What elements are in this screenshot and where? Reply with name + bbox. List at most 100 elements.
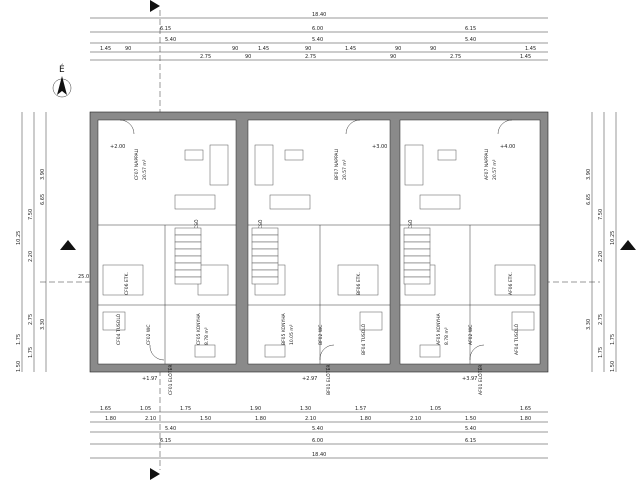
stair-tread xyxy=(174,262,202,271)
dim-label: 5.40 xyxy=(465,426,476,432)
dim-label: 1.80 xyxy=(520,416,531,422)
stair-tread xyxy=(251,241,279,250)
dim-label: 90 xyxy=(125,46,131,52)
dim-label: 90 xyxy=(390,54,396,60)
dim-label: 6.65 xyxy=(40,194,46,205)
dim-label: 1.65 xyxy=(520,406,531,412)
dim-label: 5.40 xyxy=(312,37,323,43)
stair-tread xyxy=(174,241,202,250)
room-label: CF07 NAPPALI xyxy=(134,149,140,180)
stair-tread xyxy=(174,234,202,243)
section-marker-right xyxy=(620,240,636,250)
room-label: BF02 WC xyxy=(318,325,324,345)
dim-label: 90 xyxy=(430,46,436,52)
dim-label: 6.15 xyxy=(465,26,476,32)
dim-label: 1.57 xyxy=(355,406,366,412)
dim-label: 1.50 xyxy=(465,416,476,422)
stair-tread xyxy=(174,276,202,285)
dim-label: 2.10 xyxy=(305,416,316,422)
stair-tread xyxy=(251,255,279,264)
unit-c: CF07 NAPPALI 20.57 m² CF06 ETK. CF05 KON… xyxy=(97,119,237,396)
stair-tread xyxy=(403,241,431,250)
dim-label: 1.75 xyxy=(180,406,191,412)
bottom-overall: 18.40 xyxy=(312,452,326,458)
dim-label: 1.45 xyxy=(258,46,269,52)
dim-label: 1.75 xyxy=(28,347,34,358)
room-label: AF04 TUSOLÓ xyxy=(513,323,520,355)
dim-label: 1.50 xyxy=(610,361,616,372)
dim-label: 1.45 xyxy=(525,46,536,52)
dim-label: 1.45 xyxy=(520,54,531,60)
dim-label: 1.75 xyxy=(598,347,604,358)
room-area: 20.57 m² xyxy=(342,159,348,180)
elevation-label: +2.97 xyxy=(302,376,317,382)
section-marker-left xyxy=(60,240,76,250)
dim-label: 90 xyxy=(305,46,311,52)
dim-label: 2.20 xyxy=(598,251,604,262)
dim-label: 90 xyxy=(395,46,401,52)
staircases xyxy=(174,227,431,285)
dim-label: 3.90 xyxy=(586,169,592,180)
dim-label: 90 xyxy=(232,46,238,52)
stair-tread xyxy=(403,262,431,271)
dim-label: 2.10 xyxy=(410,416,421,422)
dim-label: 90 xyxy=(245,54,251,60)
room-label: CF02 WC xyxy=(146,325,152,345)
dim-label: 1.05 xyxy=(140,406,151,412)
room-label: BF04 TUSOLÓ xyxy=(360,323,367,355)
dim-label: 1.45 xyxy=(345,46,356,52)
stair-tread xyxy=(403,234,431,243)
room-label: AF05 KONYHA xyxy=(436,312,442,345)
top-overall: 18.40 xyxy=(312,12,326,18)
room-label: BF01 ELŐTÉR xyxy=(324,365,332,395)
dim-label: 2.75 xyxy=(200,54,211,60)
room-area: 20.57 m² xyxy=(492,159,498,180)
right-dimensions: 10.25 7.50 6.65 3.90 2.20 3.30 1.75 2.75… xyxy=(586,112,617,372)
dim-label: 6.00 xyxy=(312,26,323,32)
dim-label: 6.00 xyxy=(312,438,323,444)
section-marker-bottom xyxy=(150,468,160,480)
dim-label: 5.40 xyxy=(165,426,176,432)
dim-label: 1.75 xyxy=(16,334,22,345)
dim-label: 1.05 xyxy=(430,406,441,412)
room-label: BF07 NAPPALI xyxy=(334,149,340,180)
dim-label: 5.40 xyxy=(165,37,176,43)
dim-label: 5.40 xyxy=(312,426,323,432)
dim-label: 1.45 xyxy=(100,46,111,52)
room-label: CF01 ELŐTÉR xyxy=(166,365,174,396)
dim-label: 1.80 xyxy=(105,416,116,422)
dim-label: 3.90 xyxy=(40,169,46,180)
stair-tread xyxy=(251,227,279,236)
stair-tread xyxy=(174,255,202,264)
dim-label: 1.75 xyxy=(610,334,616,345)
stair-tread xyxy=(251,234,279,243)
dim-label: 10.25 xyxy=(610,231,616,245)
north-arrow: É xyxy=(52,63,72,98)
dim-label: 1.80 xyxy=(360,416,371,422)
dim-label: 1.90 xyxy=(250,406,261,412)
dim-label: 10.25 xyxy=(16,231,22,245)
stair-tread xyxy=(403,255,431,264)
elevation-label: +3.97 xyxy=(462,376,477,382)
dim-label: 2.75 xyxy=(28,314,34,325)
elevation-label: +4.00 xyxy=(500,144,515,150)
room-label: AF01 ELŐTÉR xyxy=(476,365,484,395)
dim-label: 1.50 xyxy=(200,416,211,422)
room-label: CF04 TUSOLÓ xyxy=(115,313,122,345)
dim-label: 6.15 xyxy=(160,438,171,444)
elevation-label: +1.97 xyxy=(142,376,157,382)
stair-tread xyxy=(403,276,431,285)
room-area: 8.78 m² xyxy=(444,327,450,345)
room-area: 8.78 m² xyxy=(204,327,210,345)
room-area: 20.57 m² xyxy=(142,159,148,180)
room-label: AF07 NAPPALI xyxy=(484,149,490,180)
room-label: CF06 ETK. xyxy=(124,272,130,295)
dim-label: 7.50 xyxy=(598,209,604,220)
room-label: AF06 ETK. xyxy=(508,272,514,295)
dim-label: 6.15 xyxy=(160,26,171,32)
stair-tread xyxy=(251,262,279,271)
dim-label: 6.15 xyxy=(465,438,476,444)
stair-tread xyxy=(403,227,431,236)
room-area: 10.05 m² xyxy=(289,324,295,345)
